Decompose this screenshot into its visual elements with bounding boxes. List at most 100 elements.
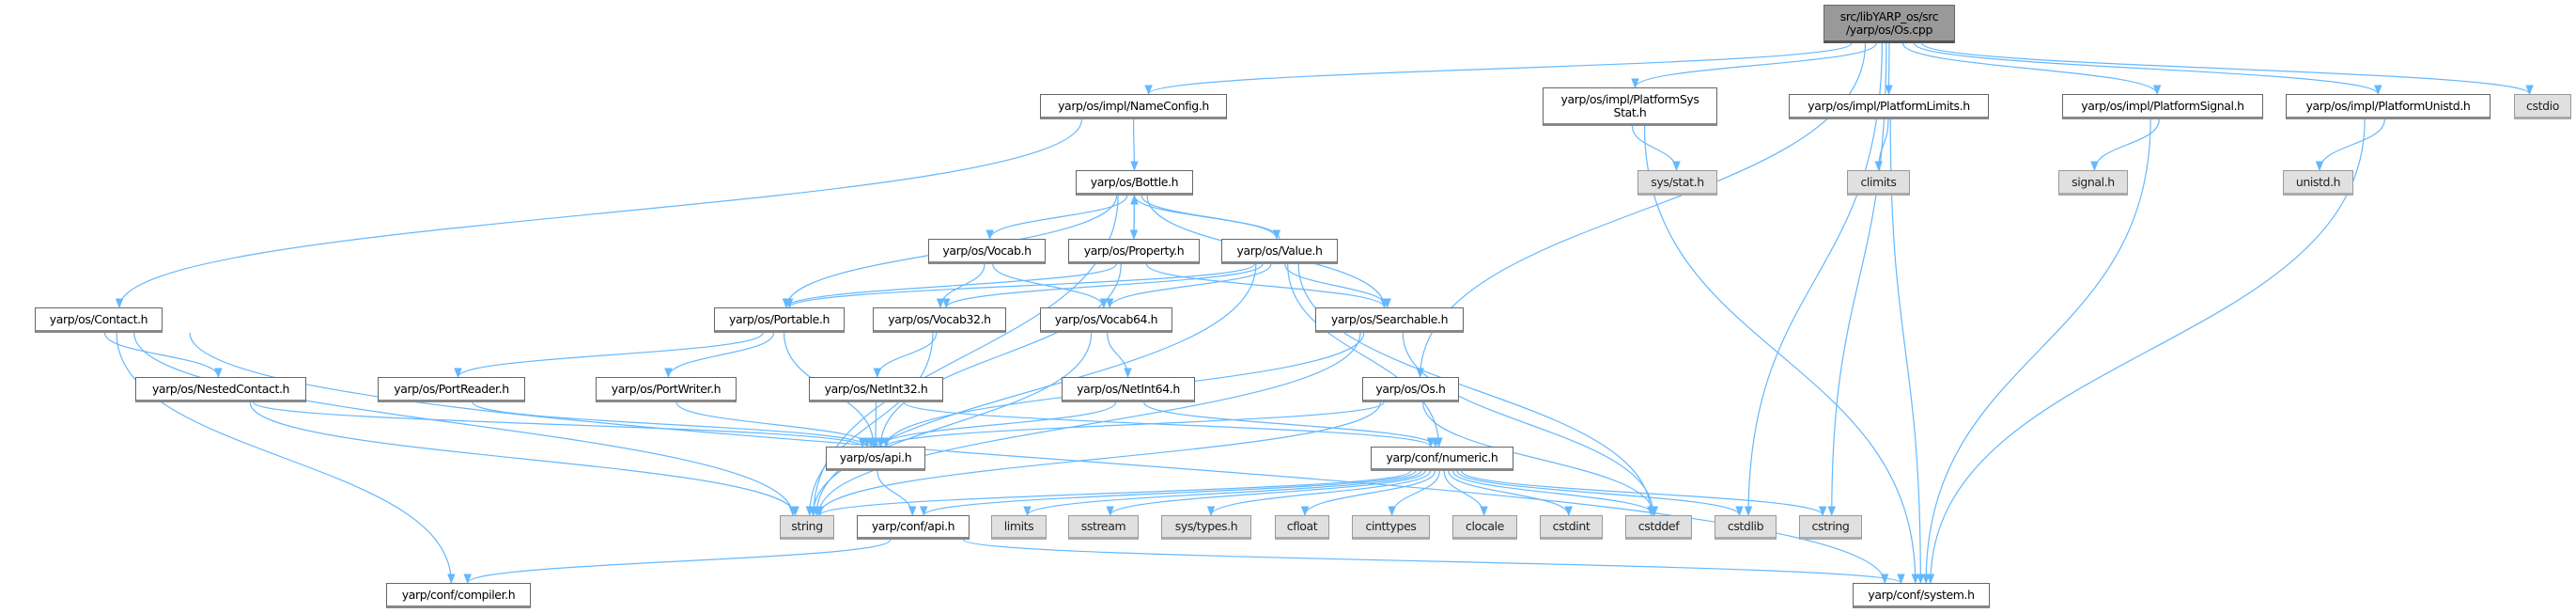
edge-portreader-to-osapi: [472, 401, 872, 448]
node-cfloat: cfloat: [1275, 515, 1329, 540]
node-compiler[interactable]: yarp/conf/compiler.h: [386, 583, 531, 608]
edge-sysstat-to-system: [1643, 125, 1920, 585]
edge-oscpp-to-cstdlib: [1744, 42, 1883, 517]
node-cstdio: cstdio: [2514, 94, 2571, 119]
node-cinttypes: cinttypes: [1352, 515, 1430, 540]
edge-vocab32-to-string: [805, 332, 934, 517]
edge-netint32-to-numeric: [904, 401, 1435, 448]
node-portreader[interactable]: yarp/os/PortReader.h: [378, 377, 525, 402]
node-cstring: cstring: [1799, 515, 1862, 540]
edge-numeric-to-string: [815, 470, 1411, 517]
edge-oscpp-to-punistd: [1913, 42, 2382, 96]
edge-vocab64-to-string: [809, 332, 1093, 517]
node-climits: climits: [1847, 170, 1910, 196]
edge-numeric-to-cstdlib: [1456, 470, 1744, 517]
node-confapi[interactable]: yarp/conf/api.h: [857, 515, 970, 540]
node-osh[interactable]: yarp/os/Os.h: [1362, 377, 1459, 402]
node-netint64[interactable]: yarp/os/NetInt64.h: [1062, 377, 1195, 402]
edge-property-to-portable: [782, 263, 1117, 309]
edge-property-to-osapi: [877, 263, 1122, 448]
edge-portable-to-portreader: [454, 332, 764, 379]
node-searchable[interactable]: yarp/os/Searchable.h: [1315, 307, 1464, 333]
edge-value-to-vocab64: [1105, 263, 1272, 309]
edge-punistd-to-unistdh: [2315, 118, 2385, 172]
edge-vocab32-to-netint32: [873, 332, 938, 379]
edge-oscpp-to-cstdio: [1921, 42, 2534, 96]
edge-numeric-to-confapi: [920, 470, 1417, 517]
edge-numeric-to-cinttypes: [1388, 470, 1440, 517]
node-cstdlib: cstdlib: [1715, 515, 1777, 540]
node-portable[interactable]: yarp/os/Portable.h: [714, 307, 845, 333]
edge-confapi-to-system: [963, 539, 1905, 585]
node-bottle[interactable]: yarp/os/Bottle.h: [1076, 170, 1193, 196]
edge-numeric-to-cfloat: [1300, 470, 1436, 517]
edge-nestedcontact-to-osapi: [253, 401, 867, 448]
node-oscpp: src/libYARP_os/src /yarp/os/Os.cpp: [1823, 5, 1955, 43]
edge-contact-to-system: [189, 332, 1889, 585]
edge-contact-to-compiler: [116, 332, 456, 585]
edge-osh-to-osapi: [882, 401, 1385, 448]
edge-property-to-bottle: [1130, 194, 1139, 240]
edge-vocab64-to-netint64: [1107, 332, 1132, 379]
edge-portwriter-to-osapi: [675, 401, 876, 448]
edge-psignal-to-signalh: [2090, 118, 2160, 172]
edge-plimits-to-system: [1889, 118, 1925, 585]
edge-contact-to-nestedcontact: [103, 332, 223, 379]
edge-oscpp-to-sysstat: [1631, 42, 1877, 89]
edge-value-to-bottle: [1130, 194, 1280, 240]
node-nestedcontact[interactable]: yarp/os/NestedContact.h: [135, 377, 306, 402]
node-system[interactable]: yarp/conf/system.h: [1853, 583, 1990, 608]
edge-netint64-to-numeric: [1143, 401, 1440, 448]
edge-numeric-to-limits: [1023, 470, 1422, 517]
edge-nameconfig-to-bottle: [1130, 118, 1139, 172]
edge-confapi-to-compiler: [463, 539, 892, 585]
node-systypes: sys/types.h: [1161, 515, 1251, 540]
edge-netint64-to-osapi: [877, 401, 1117, 448]
node-portwriter[interactable]: yarp/os/PortWriter.h: [596, 377, 737, 402]
node-sysstat[interactable]: yarp/os/impl/PlatformSys Stat.h: [1543, 87, 1717, 126]
node-cstddef: cstddef: [1625, 515, 1692, 540]
edge-osapi-to-confapi: [877, 470, 917, 517]
node-netint32[interactable]: yarp/os/NetInt32.h: [809, 377, 943, 402]
edge-psignal-to-system: [1921, 118, 2151, 585]
node-vocab32[interactable]: yarp/os/Vocab32.h: [873, 307, 1006, 333]
edge-vocab-to-vocab32: [936, 263, 985, 309]
node-contact[interactable]: yarp/os/Contact.h: [35, 307, 163, 333]
node-psignal[interactable]: yarp/os/impl/PlatformSignal.h: [2062, 94, 2263, 119]
node-vocab[interactable]: yarp/os/Vocab.h: [928, 239, 1046, 264]
edge-oscpp-to-nameconfig: [1144, 42, 1853, 96]
edge-numeric-to-clocale: [1443, 470, 1488, 517]
edge-nameconfig-to-contact: [115, 118, 1083, 309]
edge-numeric-to-cstring: [1461, 470, 1827, 517]
node-osapi[interactable]: yarp/os/api.h: [826, 447, 925, 471]
edge-numeric-to-cstddef: [1451, 470, 1659, 517]
node-value[interactable]: yarp/os/Value.h: [1221, 239, 1338, 264]
edge-value-to-numeric: [1287, 263, 1443, 448]
node-vocab64[interactable]: yarp/os/Vocab64.h: [1040, 307, 1172, 333]
edge-numeric-to-cstdint: [1448, 470, 1574, 517]
node-signalh: signal.h: [2058, 170, 2128, 196]
node-property[interactable]: yarp/os/Property.h: [1068, 239, 1200, 264]
edge-vocab-to-vocab64: [992, 263, 1109, 309]
node-punistd[interactable]: yarp/os/impl/PlatformUnistd.h: [2286, 94, 2491, 119]
node-numeric[interactable]: yarp/conf/numeric.h: [1371, 447, 1513, 471]
edge-numeric-to-sstream: [1106, 470, 1426, 517]
edge-oscpp-to-psignal: [1901, 42, 2162, 96]
edge-osh-to-string: [815, 401, 1381, 517]
edge-osh-to-cstddef: [1422, 401, 1658, 517]
edge-oscpp-to-cstring: [1827, 42, 1887, 517]
edge-contact-to-string: [133, 332, 798, 517]
node-nameconfig[interactable]: yarp/os/impl/NameConfig.h: [1040, 94, 1227, 119]
edge-bottle-to-vocab: [985, 195, 1128, 241]
node-limits: limits: [991, 515, 1047, 540]
edge-portable-to-portwriter: [664, 332, 775, 379]
edge-plimits-to-climits: [1874, 118, 1889, 172]
edge-property-to-searchable: [1146, 263, 1389, 309]
node-sysstath: sys/stat.h: [1637, 170, 1717, 196]
edge-searchable-to-cstddef: [1402, 332, 1658, 517]
edge-value-to-portable: [785, 263, 1255, 309]
node-string: string: [780, 515, 834, 540]
node-cstdint: cstdint: [1540, 515, 1603, 540]
edge-punistd-to-system: [1926, 118, 2366, 585]
node-plimits[interactable]: yarp/os/impl/PlatformLimits.h: [1789, 94, 1989, 119]
